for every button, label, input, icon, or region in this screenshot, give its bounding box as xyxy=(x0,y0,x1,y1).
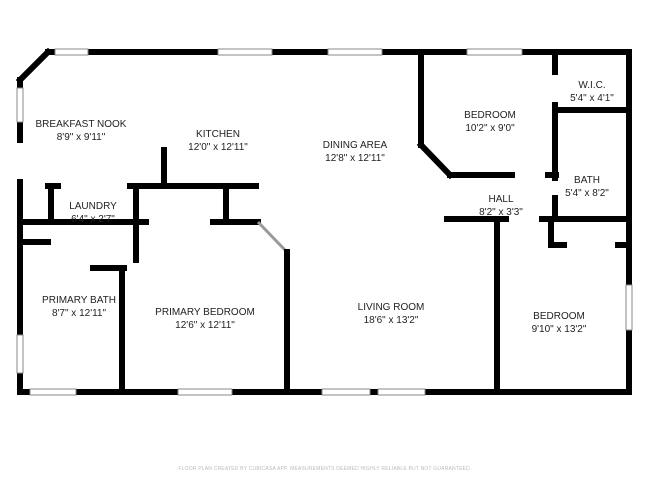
room-dims: 5'4" x 4'1" xyxy=(570,93,614,104)
room-name: LAUNDRY xyxy=(69,201,117,212)
room-labels: BREAKFAST NOOK 8'9" x 9'11" KITCHEN 12'0… xyxy=(36,80,615,335)
room-dims: 6'4" x 2'7" xyxy=(71,214,115,225)
window xyxy=(16,334,24,374)
window xyxy=(54,48,89,56)
window xyxy=(327,48,383,56)
walls xyxy=(15,47,632,395)
room-name: BEDROOM xyxy=(464,110,516,121)
window xyxy=(466,48,523,56)
room-dims: 8'2" x 3'3" xyxy=(479,207,523,218)
room-dims: 18'6" x 13'2" xyxy=(364,315,419,326)
room-dims: 12'0" x 12'11" xyxy=(188,142,248,153)
room-name: BREAKFAST NOOK xyxy=(36,119,127,130)
room-name: KITCHEN xyxy=(196,129,240,140)
room-name: W.I.C. xyxy=(578,80,605,91)
footer-disclaimer: FLOOR PLAN CREATED BY CUBICASA APP. MEAS… xyxy=(178,466,472,472)
window xyxy=(217,48,273,56)
window xyxy=(16,87,24,123)
window xyxy=(177,388,233,396)
room-dims: 5'4" x 8'2" xyxy=(565,188,609,199)
room-dims: 9'10" x 13'2" xyxy=(532,324,587,335)
room-dims: 8'7" x 12'11" xyxy=(52,308,107,319)
window xyxy=(321,388,371,396)
window xyxy=(29,388,77,396)
room-name: PRIMARY BEDROOM xyxy=(155,307,255,318)
room-name: DINING AREA xyxy=(323,140,388,151)
room-name: BEDROOM xyxy=(533,311,585,322)
room-dims: 8'9" x 9'11" xyxy=(57,132,106,143)
window xyxy=(625,284,633,331)
wall-nook-diagonal xyxy=(15,47,53,85)
room-dims: 12'8" x 12'11" xyxy=(325,153,385,164)
wall-angled-window xyxy=(256,220,287,252)
room-name: BATH xyxy=(574,175,600,186)
room-dims: 10'2" x 9'0" xyxy=(465,123,515,134)
room-dims: 12'6" x 12'11" xyxy=(175,320,235,331)
room-name: HALL xyxy=(488,194,513,205)
window xyxy=(377,388,426,396)
room-name: PRIMARY BATH xyxy=(42,295,116,306)
room-name: LIVING ROOM xyxy=(358,302,425,313)
wall-bedroom-diagonal xyxy=(416,140,455,180)
windows xyxy=(16,48,633,396)
